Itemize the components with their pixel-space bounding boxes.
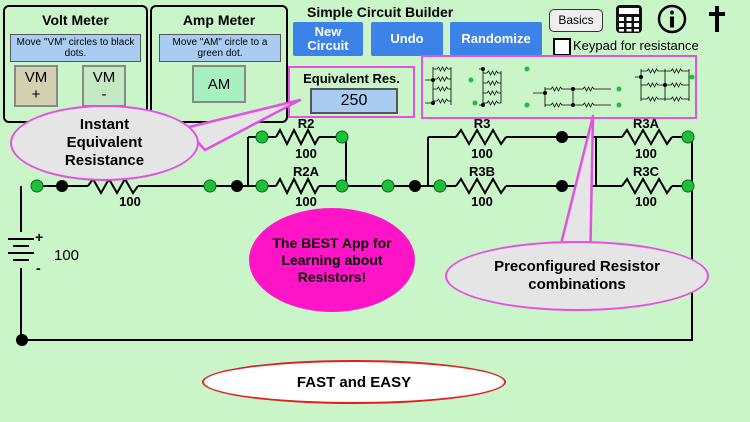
node-black bbox=[231, 180, 243, 192]
node-black bbox=[56, 180, 68, 192]
amp-meter-hint: Move "AM" circle to a green dot. bbox=[159, 34, 281, 62]
amp-meter-title: Amp Meter bbox=[182, 12, 256, 28]
resistor-r2a-name: R2A bbox=[292, 164, 320, 179]
resistor-r2-value: 100 bbox=[295, 146, 317, 161]
resistor-r3b-symbol bbox=[455, 176, 507, 196]
node-green bbox=[30, 179, 44, 193]
preconfigured-text: Preconfigured Resistor combinations bbox=[494, 258, 660, 293]
keypad-label: Keypad for resistance bbox=[573, 38, 699, 53]
node-green bbox=[681, 179, 695, 193]
am-label: AM bbox=[207, 75, 231, 93]
equivalent-resistance-label: Equivalent Res. bbox=[303, 71, 400, 86]
node-black bbox=[16, 334, 28, 346]
vm-minus-button[interactable]: VM - bbox=[82, 65, 126, 107]
preconfigured-bubble: Preconfigured Resistor combinations bbox=[445, 241, 709, 311]
resistor-r3c-symbol bbox=[621, 176, 673, 196]
node-black bbox=[556, 131, 568, 143]
node-green bbox=[255, 130, 269, 144]
node-green bbox=[681, 130, 695, 144]
node-green bbox=[203, 179, 217, 193]
vm-minus-label: VM - bbox=[92, 69, 116, 103]
cross-icon[interactable] bbox=[705, 4, 729, 34]
best-app-bubble: The BEST App for Learning about Resistor… bbox=[249, 208, 415, 312]
am-button[interactable]: AM bbox=[192, 65, 246, 103]
volt-meter-title: Volt Meter bbox=[42, 12, 109, 28]
undo-button[interactable]: Undo bbox=[371, 22, 443, 56]
node-black bbox=[409, 180, 421, 192]
node-green bbox=[255, 179, 269, 193]
resistor-r2-name: R2 bbox=[297, 116, 315, 131]
equivalent-resistance-panel: Equivalent Res. 250 bbox=[288, 66, 415, 118]
app-title: Simple Circuit Builder bbox=[307, 4, 454, 20]
new-circuit-button[interactable]: New Circuit bbox=[293, 22, 363, 56]
volt-meter-panel: Volt Meter Move "VM" circles to black do… bbox=[3, 5, 148, 123]
resistor-r3a-value: 100 bbox=[635, 146, 657, 161]
fast-easy-text: FAST and EASY bbox=[296, 373, 412, 391]
fast-easy-bubble: FAST and EASY bbox=[202, 360, 506, 404]
battery-value: 100 bbox=[54, 247, 80, 264]
calculator-icon[interactable] bbox=[614, 4, 644, 34]
resistor-r2-symbol bbox=[275, 127, 320, 147]
node-green bbox=[381, 179, 395, 193]
node-black bbox=[556, 180, 568, 192]
node-green bbox=[335, 130, 349, 144]
preconfigured-thumbnails bbox=[425, 66, 695, 108]
resistor-r3-name: R3 bbox=[473, 116, 491, 131]
resistor-r3c-name: R3C bbox=[632, 164, 660, 179]
basics-button[interactable]: Basics bbox=[549, 9, 603, 32]
volt-meter-hint: Move "VM" circles to black dots. bbox=[10, 34, 141, 62]
best-app-text: The BEST App for Learning about Resistor… bbox=[272, 234, 392, 285]
resistor-r3b-value: 100 bbox=[471, 194, 493, 209]
instant-resistance-text: Instant Equivalent Resistance bbox=[64, 116, 145, 169]
resistor-r3a-symbol bbox=[621, 127, 673, 147]
resistor-r2a-value: 100 bbox=[295, 194, 317, 209]
resistor-r3-symbol bbox=[455, 127, 507, 147]
randomize-button[interactable]: Randomize bbox=[450, 22, 542, 56]
info-icon[interactable] bbox=[655, 4, 689, 34]
resistor-r2a-symbol bbox=[275, 176, 320, 196]
equivalent-resistance-value: 250 bbox=[310, 88, 398, 114]
resistor-r3c-value: 100 bbox=[635, 194, 657, 209]
battery-plus: + bbox=[35, 229, 44, 245]
resistor-r1-symbol bbox=[87, 176, 139, 196]
resistor-r1-value: 100 bbox=[119, 194, 141, 209]
node-green bbox=[433, 179, 447, 193]
resistor-r3-value: 100 bbox=[471, 146, 493, 161]
vm-plus-button[interactable]: VM + bbox=[14, 65, 58, 107]
vm-plus-label: VM + bbox=[24, 69, 48, 103]
battery-minus: - bbox=[36, 260, 41, 276]
node-green bbox=[335, 179, 349, 193]
resistor-r3a-name: R3A bbox=[632, 116, 660, 131]
battery-symbol bbox=[8, 238, 34, 261]
instant-resistance-bubble: Instant Equivalent Resistance bbox=[10, 105, 199, 181]
resistor-r3b-name: R3B bbox=[468, 164, 496, 179]
